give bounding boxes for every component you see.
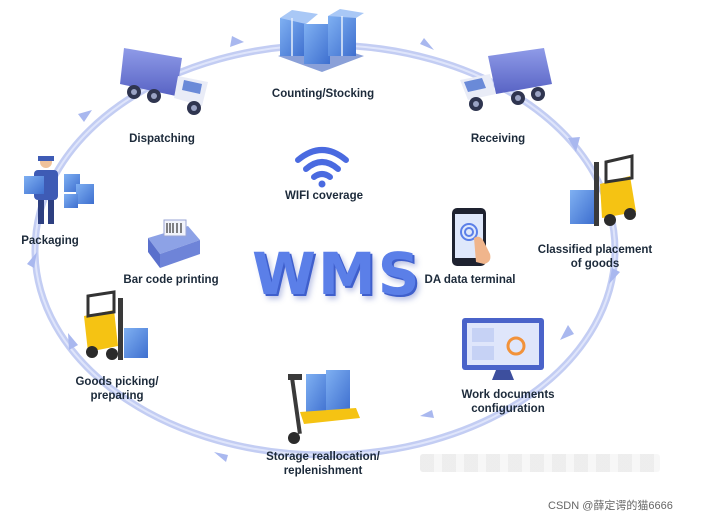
pallet-jack-icon <box>288 370 360 444</box>
dispatching-truck-icon <box>120 48 208 115</box>
label-da-data-terminal: DA data terminal <box>424 274 516 286</box>
arrow-icon <box>214 452 228 462</box>
label-line: Storage reallocation/ <box>266 451 380 463</box>
label-line: Classified placement <box>537 244 653 256</box>
label-line: preparing <box>90 390 144 402</box>
picking-forklift-icon <box>84 290 148 360</box>
worker-with-boxes-icon <box>24 156 94 224</box>
monitor-icon <box>462 318 544 380</box>
label-line: configuration <box>471 403 545 415</box>
arrow-icon <box>568 137 580 152</box>
label-line: replenishment <box>283 465 363 477</box>
ring-arrows <box>27 36 620 462</box>
label-packaging: Packaging <box>21 235 79 247</box>
arrow-icon <box>420 410 434 418</box>
arrow-icon <box>420 38 434 50</box>
forklift-icon <box>570 154 636 226</box>
receiving-truck-icon <box>460 48 552 111</box>
label-line: Goods picking/ <box>75 376 159 388</box>
arrow-icon <box>68 333 78 350</box>
label-line: Work documents <box>461 389 555 401</box>
wms-title: WMS <box>252 240 422 308</box>
label-line: of goods <box>570 258 620 270</box>
barcode-printer-icon <box>148 219 200 268</box>
wifi-icon <box>295 147 349 188</box>
label-work-documents: Work documents configuration <box>461 388 554 416</box>
arrow-icon <box>560 325 574 340</box>
label-storage-reallocation: Storage reallocation/ replenishment <box>266 450 380 478</box>
arrow-icon <box>230 36 244 47</box>
blurred-region <box>420 454 660 472</box>
label-receiving: Receiving <box>470 133 526 145</box>
label-goods-picking: Goods picking/ preparing <box>75 375 158 403</box>
label-classified-placement: Classified placement of goods <box>538 243 652 271</box>
label-bar-code-printing: Bar code printing <box>123 274 219 286</box>
watermark: CSDN @薛定谔的猫6666 <box>548 500 673 512</box>
label-counting-stocking: Counting/Stocking <box>271 88 375 100</box>
label-dispatching: Dispatching <box>129 133 195 145</box>
arrow-icon <box>609 268 620 284</box>
arrow-icon <box>78 110 92 122</box>
touch-terminal-icon <box>452 208 491 266</box>
label-wifi-coverage: WIFI coverage <box>285 190 363 202</box>
arrow-icon <box>27 252 37 268</box>
pallet-boxes-icon <box>278 9 364 72</box>
